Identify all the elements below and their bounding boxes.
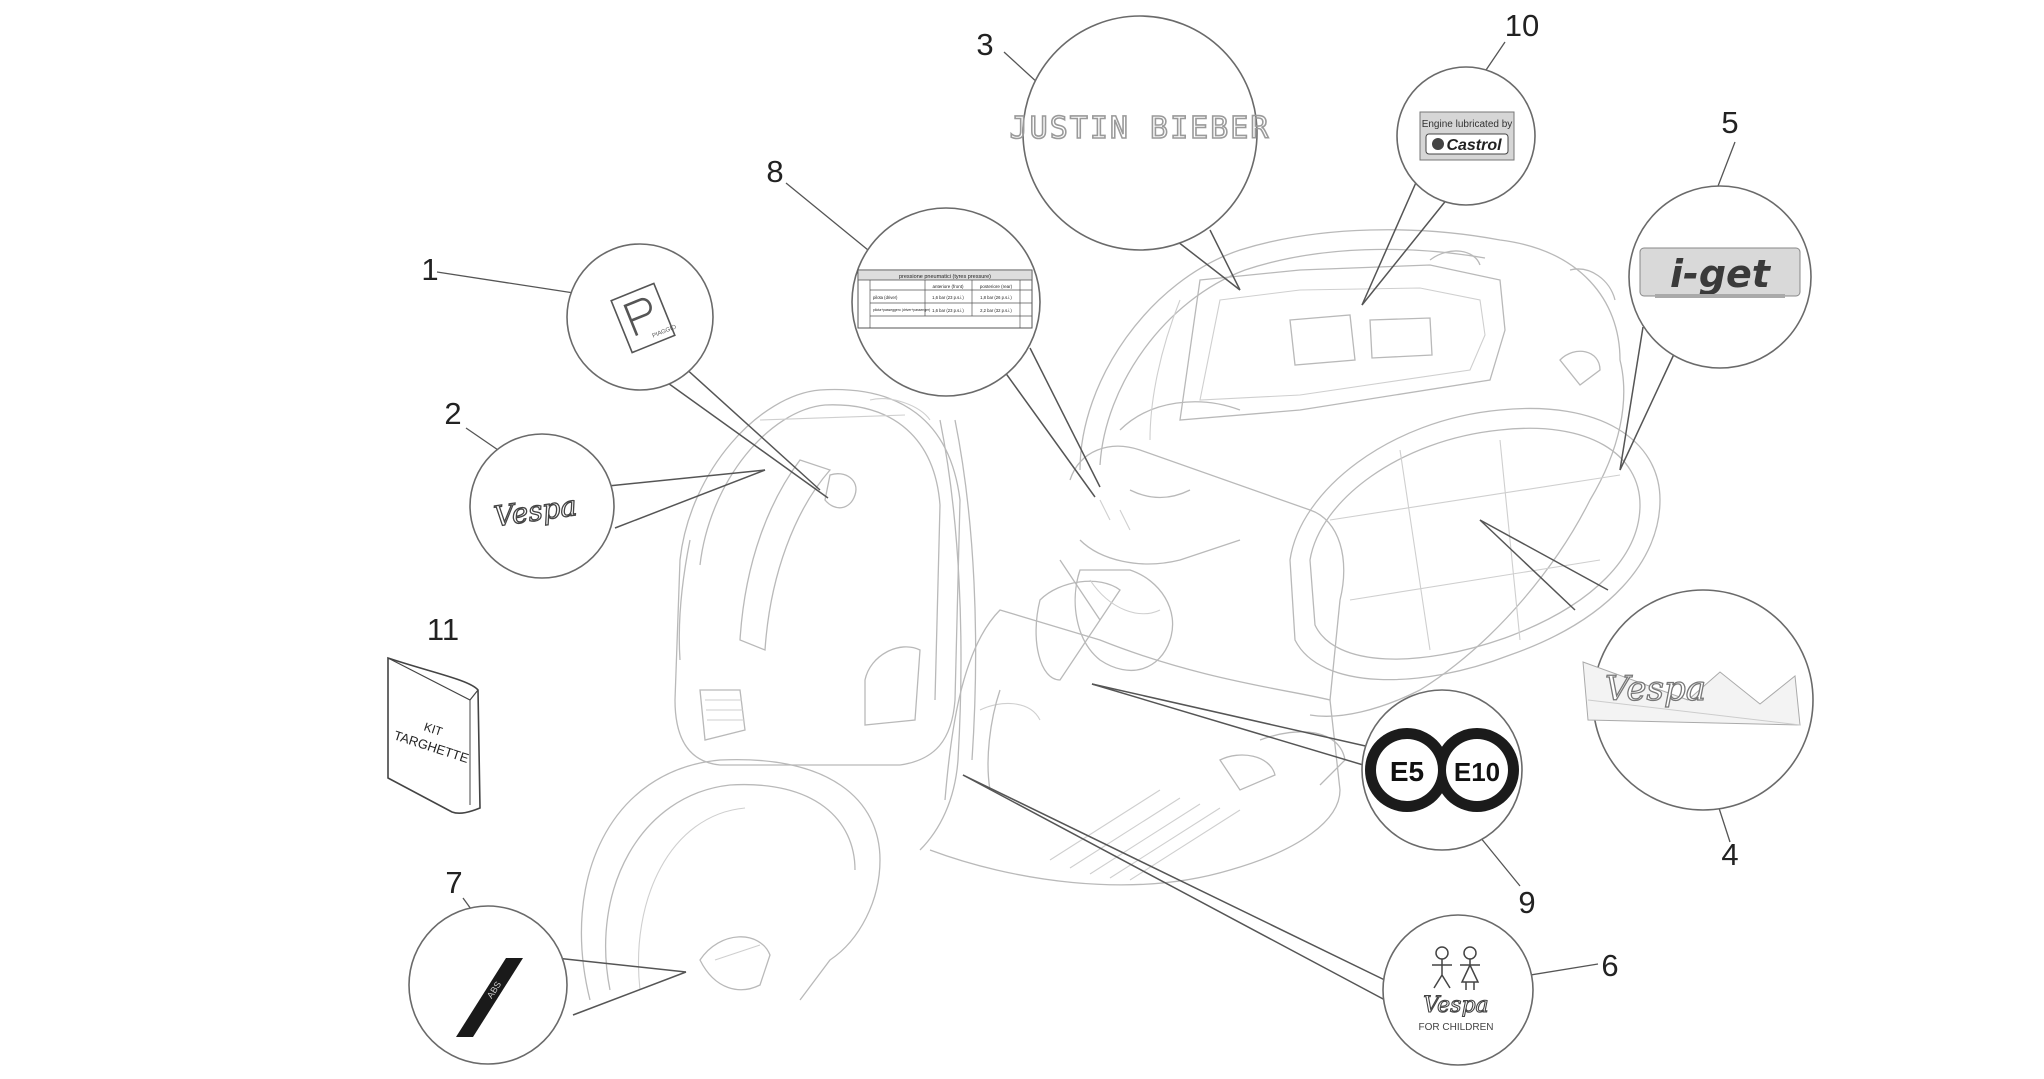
leader-9b xyxy=(1091,683,1393,753)
castrol-top-text: Engine lubricated by xyxy=(1422,119,1513,130)
leader-5b xyxy=(1619,326,1644,471)
callout-number-4: 4 xyxy=(1721,837,1738,872)
tyre-title: pressione pneumatici (tyres pressure) xyxy=(899,274,991,280)
callout-number-5: 5 xyxy=(1721,105,1738,140)
iget-badge: i-get xyxy=(1639,247,1801,298)
tyre-row-passenger: pilota+passeggero (driver+passenger) xyxy=(873,308,930,312)
leader-10 xyxy=(1483,41,1506,74)
callout-number-2: 2 xyxy=(444,396,461,431)
leader-4b xyxy=(1479,519,1576,611)
vespa-sticker-text: Vespa xyxy=(1605,669,1706,709)
leader-3c xyxy=(1209,229,1241,291)
front-mudguard xyxy=(580,758,881,1001)
leader-2c xyxy=(614,469,766,529)
tyre-cell-2: 1,8 bar (26 p.s.i.) xyxy=(980,295,1012,300)
tyre-row-driver: pilota (driver) xyxy=(873,295,898,300)
leader-7c xyxy=(572,971,687,1016)
tyre-cell-4: 2,2 bar (32 p.s.i.) xyxy=(980,308,1012,313)
castrol-brand-text: Castrol xyxy=(1446,137,1502,154)
callout-numbers: 1 2 3 4 5 6 7 8 9 10 11 xyxy=(421,8,1738,983)
abs-badge: ABS xyxy=(456,958,523,1037)
detail-circle-2: Vespa xyxy=(469,433,615,579)
leader-8b xyxy=(1001,367,1096,498)
vespa-side-sticker: Vespa xyxy=(1582,661,1801,726)
signature-decal: JUSTIN BIEBER xyxy=(1010,111,1271,146)
callout-number-1: 1 xyxy=(421,252,438,287)
detail-circle-5: i-get xyxy=(1628,185,1812,369)
piaggio-badge: PIAGGIO xyxy=(610,282,678,354)
detail-circle-4: Vespa xyxy=(1582,589,1814,811)
callout-number-10: 10 xyxy=(1505,8,1539,43)
castrol-label: Engine lubricated by Castrol xyxy=(1419,111,1515,161)
leader-1c xyxy=(639,362,829,499)
leader-5c xyxy=(1619,351,1676,471)
leader-10b xyxy=(1361,177,1419,306)
iget-text: i-get xyxy=(1670,252,1772,296)
leader-8c xyxy=(1029,347,1101,488)
detail-circle-10: Engine lubricated by Castrol xyxy=(1396,66,1536,206)
leader-7b xyxy=(555,957,687,973)
children-icon xyxy=(1432,946,1480,990)
callout-number-9: 9 xyxy=(1518,885,1535,920)
detail-circle-3: JUSTIN BIEBER xyxy=(1009,15,1271,251)
detail-circle-8: pressione pneumatici (tyres pressure) an… xyxy=(851,207,1041,397)
tyre-col-front: anteriore (front) xyxy=(932,284,964,289)
leader-9c xyxy=(1091,683,1381,771)
callout-number-8: 8 xyxy=(766,154,783,189)
leader-8 xyxy=(785,182,869,251)
tyre-cell-3: 1,6 bar (23 p.s.i.) xyxy=(932,308,964,313)
leader-6c xyxy=(962,774,1386,1001)
detail-circle-6: Vespa FOR CHILDREN xyxy=(1382,914,1534,1066)
children-text: FOR CHILDREN xyxy=(1418,1022,1493,1033)
fuel-e5-e10-badge: E5 E10 xyxy=(1365,728,1519,812)
callout-number-7: 7 xyxy=(445,865,462,900)
leg-shield xyxy=(674,388,977,851)
callout-number-3: 3 xyxy=(976,27,993,62)
e10-text: E10 xyxy=(1454,757,1500,787)
leader-6b xyxy=(962,774,1396,986)
rear-body xyxy=(1079,229,1661,717)
tyre-cell-1: 1,6 bar (23 p.s.i.) xyxy=(932,295,964,300)
detail-circle-9: E5 E10 xyxy=(1361,689,1523,851)
floorboard xyxy=(929,559,1341,886)
leader-2b xyxy=(607,469,766,487)
kit-targhette-envelope: KIT TARGHETTE xyxy=(387,656,481,815)
children-vespa-text: Vespa xyxy=(1423,993,1488,1018)
callout-number-11: 11 xyxy=(427,612,459,647)
main-body xyxy=(1069,445,1346,786)
detail-circle-1: PIAGGIO xyxy=(566,243,714,391)
leader-4c xyxy=(1479,519,1609,591)
tyre-pressure-label: pressione pneumatici (tyres pressure) an… xyxy=(857,269,1033,329)
tyre-col-rear: posteriore (rear) xyxy=(980,284,1013,289)
detail-circle-7: ABS xyxy=(408,905,568,1065)
kit-line1: KIT xyxy=(422,720,445,739)
e5-text: E5 xyxy=(1390,756,1424,787)
leader-10c xyxy=(1361,197,1449,306)
scooter-outline xyxy=(580,229,1661,1001)
callout-number-6: 6 xyxy=(1601,948,1618,983)
